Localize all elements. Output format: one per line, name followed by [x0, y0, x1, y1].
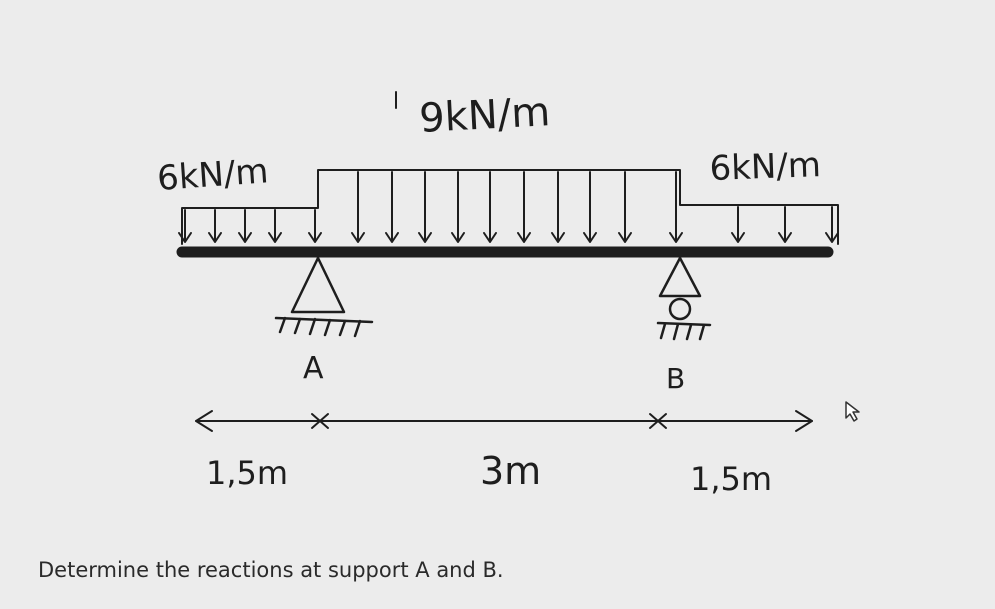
dimension-line — [195, 410, 813, 432]
middle-load-label: 9kN/m — [418, 89, 551, 142]
right-load-label: 6kN/m — [709, 145, 822, 189]
right-distributed-load — [731, 206, 839, 243]
left-load-arrows — [178, 209, 322, 243]
support-b-roller — [656, 256, 712, 341]
left-load-label: 6kN/m — [156, 151, 270, 199]
left-distributed-load — [178, 169, 839, 245]
support-a-pin — [274, 256, 374, 338]
span-middle-label: 3m — [480, 449, 541, 493]
middle-distributed-load — [351, 171, 683, 243]
support-b-label: B — [666, 362, 685, 395]
question-text: Determine the reactions at support A and… — [38, 558, 504, 582]
cursor-icon — [845, 401, 860, 422]
span-left-label: 1,5m — [206, 454, 288, 492]
support-a-label: A — [303, 351, 324, 386]
span-right-label: 1,5m — [690, 460, 772, 498]
